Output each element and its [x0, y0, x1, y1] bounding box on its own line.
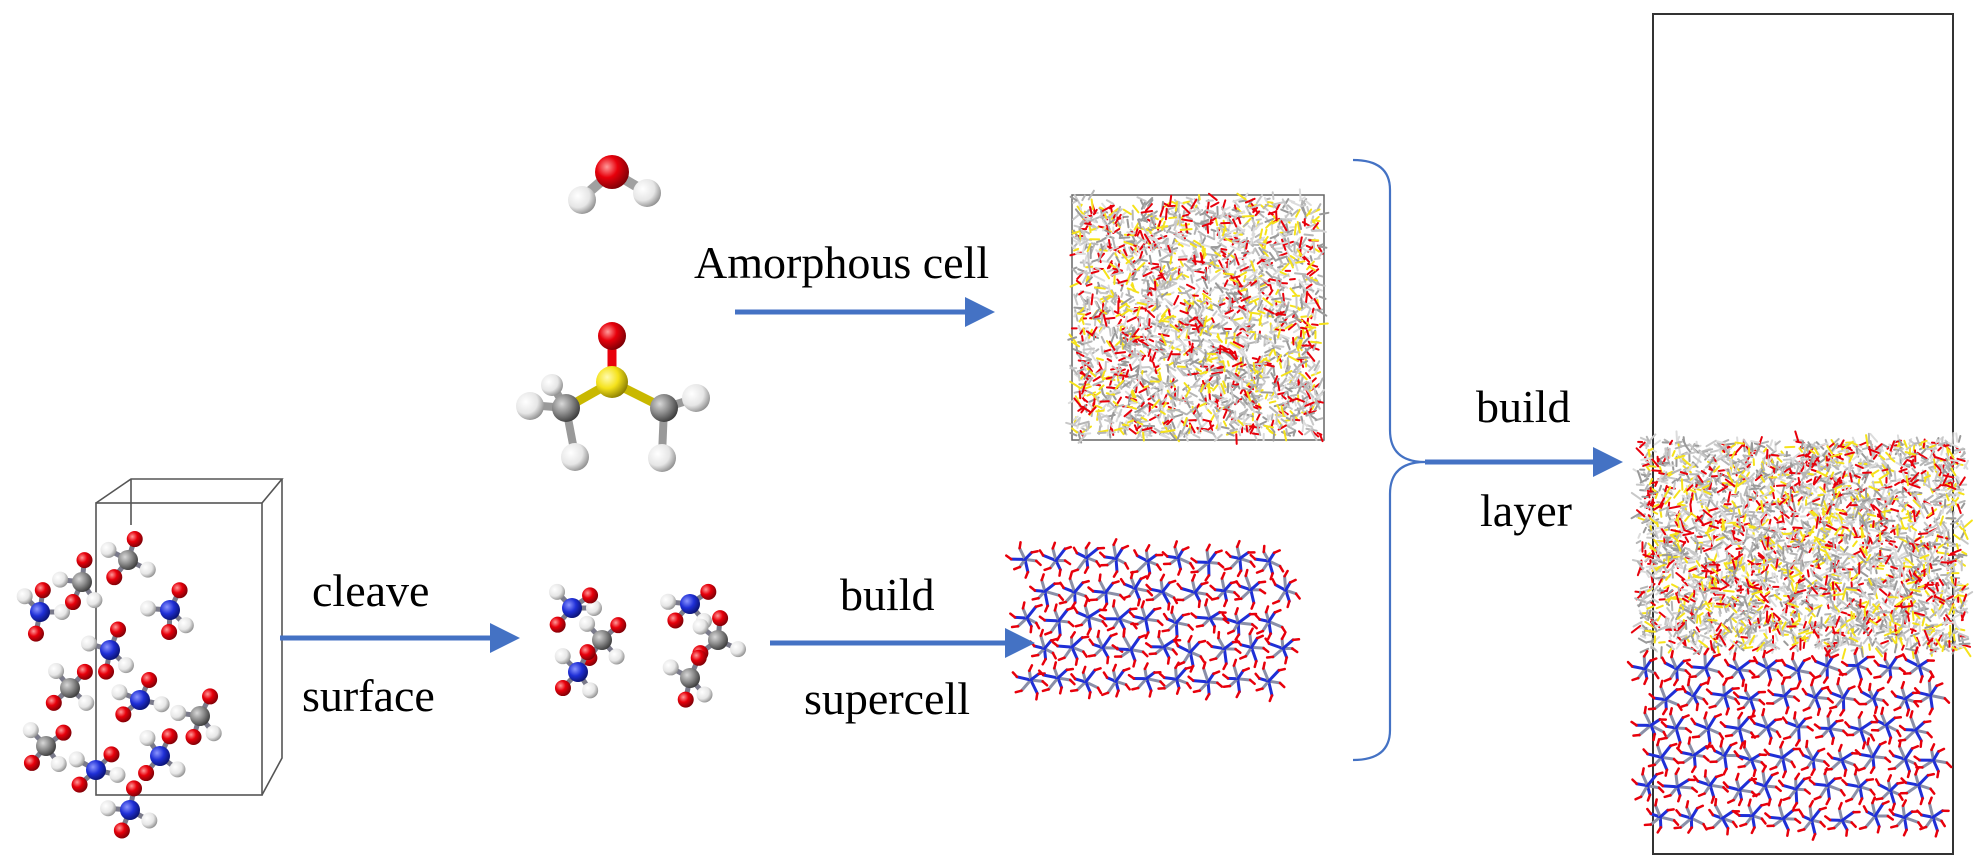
build-layer-label-bottom: layer [1480, 485, 1572, 536]
hmx-supercell [1005, 538, 1301, 703]
layered-model-box [1626, 13, 1974, 855]
amorphous-cell-label: Amorphous cell [694, 237, 990, 288]
build-layer-label-top: build [1476, 381, 1571, 432]
water-molecule [568, 155, 661, 214]
solvent-amorphous-cell [1065, 188, 1330, 445]
cleave-label: cleave [312, 565, 430, 616]
hmx-crystal-unit-cell [16, 478, 284, 839]
build-supercell-label-top: build [840, 569, 935, 620]
hmx-cleaved-surface [549, 583, 747, 708]
dmso-molecule [516, 322, 710, 472]
right-brace [1352, 158, 1426, 762]
surface-label: surface [302, 670, 435, 721]
build-supercell-label-bottom: supercell [804, 673, 971, 724]
